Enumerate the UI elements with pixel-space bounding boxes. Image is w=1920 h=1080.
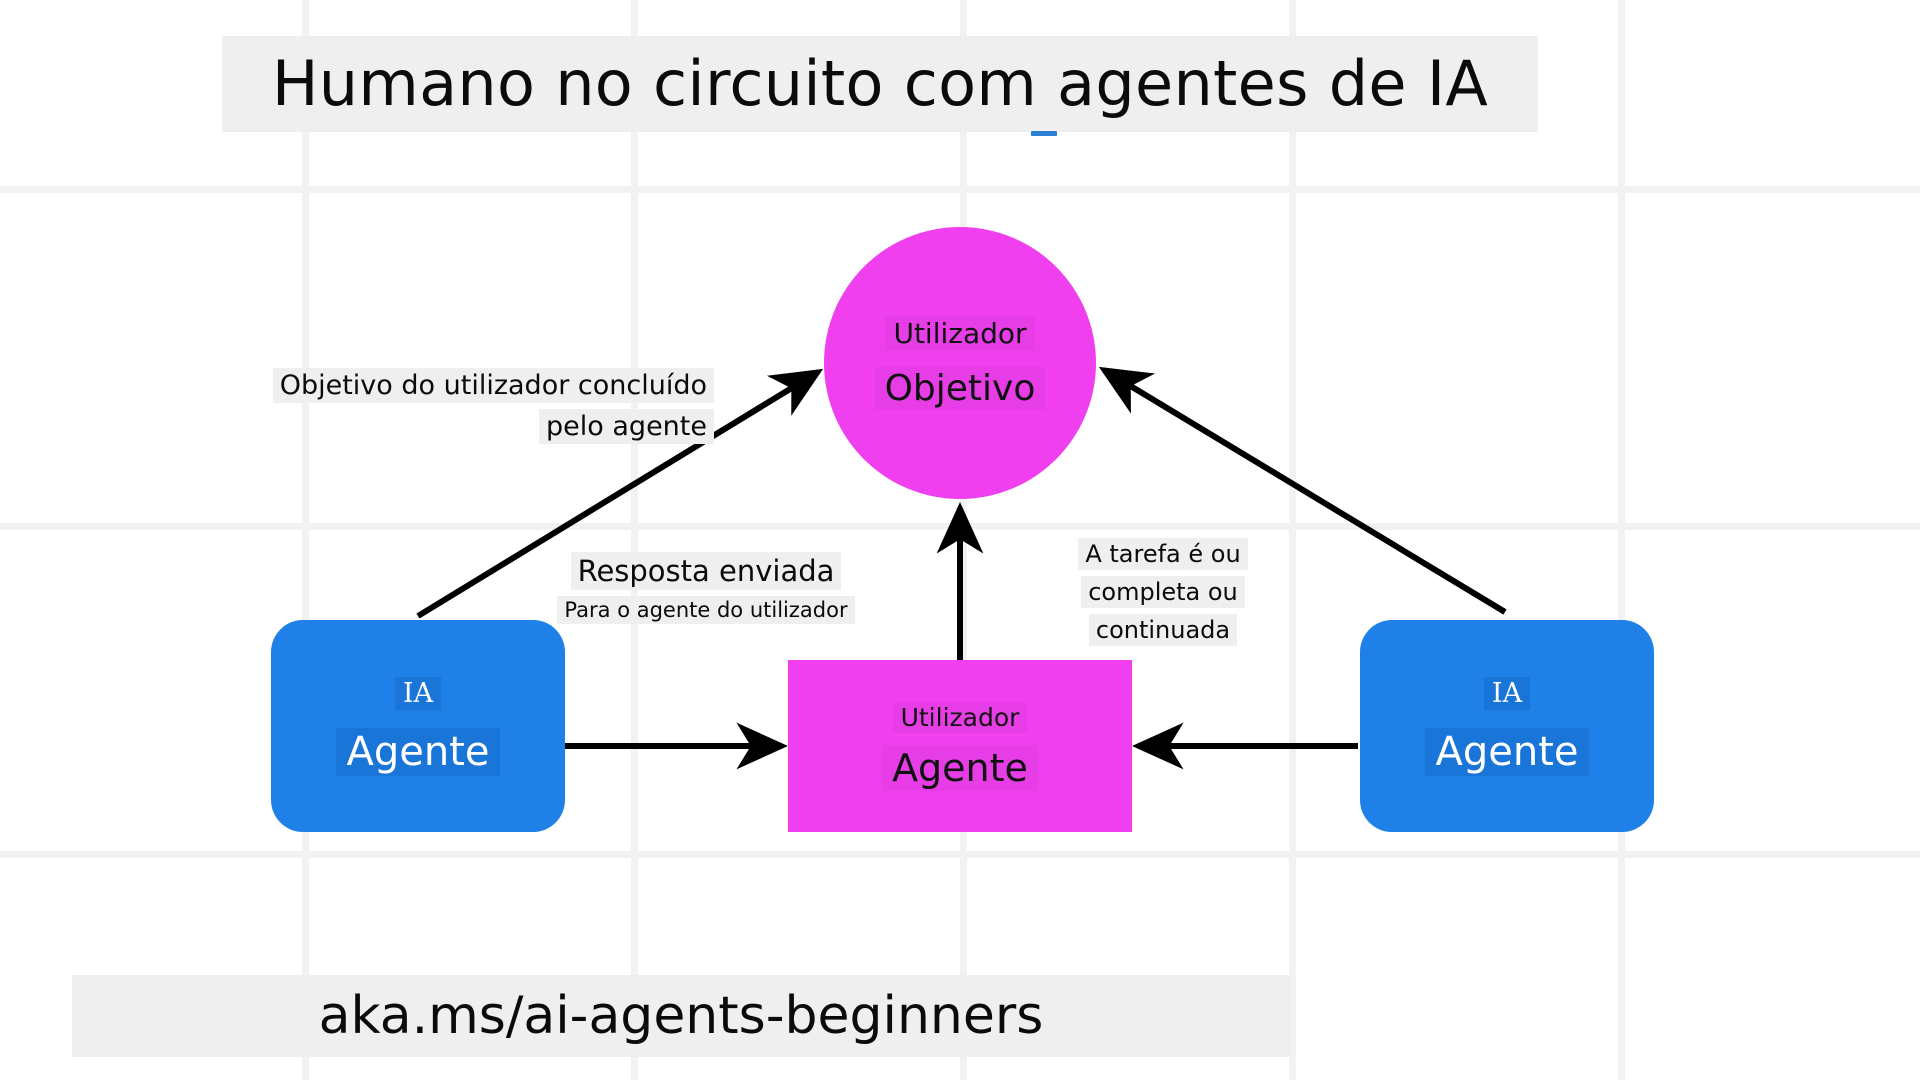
- grid-line-vertical: [631, 0, 638, 1080]
- node-ai-agent-right-top-label: IA: [1483, 676, 1531, 710]
- grid-line-vertical: [302, 0, 309, 1080]
- node-ai-agent-right[interactable]: IA Agente: [1360, 620, 1654, 832]
- diagram-title-banner: Humano no circuito com agentes de IA: [222, 36, 1538, 132]
- grid-line-horizontal: [0, 851, 1920, 858]
- grid-line-vertical: [1618, 0, 1625, 1080]
- node-user-agent-main-label: Agente: [882, 744, 1038, 791]
- node-ai-agent-right-main-label: Agente: [1425, 727, 1589, 776]
- node-user-goal[interactable]: Utilizador Objetivo: [824, 227, 1096, 499]
- footer-link-text: aka.ms/ai-agents-beginners: [318, 986, 1044, 1046]
- node-user-goal-top-label: Utilizador: [885, 316, 1035, 351]
- grid-line-vertical: [1289, 0, 1296, 1080]
- node-ai-agent-left-top-label: IA: [394, 676, 442, 710]
- node-user-goal-main-label: Objetivo: [874, 367, 1046, 410]
- page-title: Humano no circuito com agentes de IA: [271, 47, 1489, 120]
- node-ai-agent-left[interactable]: IA Agente: [271, 620, 565, 832]
- node-user-agent[interactable]: Utilizador Agente: [788, 660, 1132, 832]
- title-accent-underline: [1031, 131, 1057, 136]
- grid-line-horizontal: [0, 186, 1920, 193]
- grid-line-horizontal: [0, 523, 1920, 530]
- footer-link-banner[interactable]: aka.ms/ai-agents-beginners: [72, 975, 1290, 1057]
- node-ai-agent-left-main-label: Agente: [336, 727, 500, 776]
- node-user-agent-top-label: Utilizador: [892, 701, 1028, 733]
- grid-line-vertical: [960, 0, 967, 1080]
